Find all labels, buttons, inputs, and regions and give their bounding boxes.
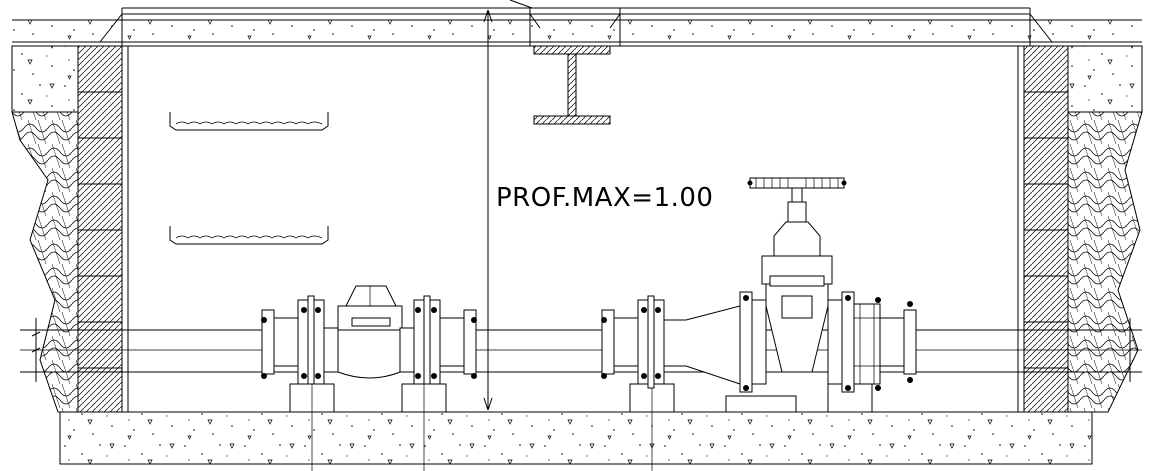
step-rung-lower (169, 226, 329, 245)
flange-coupling-middle (413, 295, 477, 389)
left-soil (11, 111, 79, 413)
left-wall (11, 45, 129, 413)
right-soil-top-concrete (1067, 45, 1143, 113)
flange-coupling-left (261, 295, 325, 389)
bottom-concrete-slab (59, 411, 1093, 465)
water-meter (323, 285, 415, 379)
depth-dimension (483, 0, 533, 411)
depth-label: PROF.MAX=1.00 (496, 183, 713, 213)
pipe-supports (289, 383, 873, 471)
main-pipeline (20, 318, 1142, 382)
i-beam (533, 45, 611, 125)
top-slab (12, 7, 1142, 47)
left-brick-wall (77, 45, 123, 413)
step-rung-upper (169, 112, 329, 131)
left-soil-top-concrete (11, 45, 79, 113)
right-soil (1067, 111, 1143, 413)
flange-coupling-right (601, 295, 665, 389)
right-brick-wall (1023, 45, 1069, 413)
gate-valve (739, 177, 855, 393)
right-wall (1017, 45, 1143, 413)
dismantling-joint (853, 297, 917, 391)
bottom-slab (59, 411, 1093, 465)
slab-surface-strip (12, 20, 1142, 42)
